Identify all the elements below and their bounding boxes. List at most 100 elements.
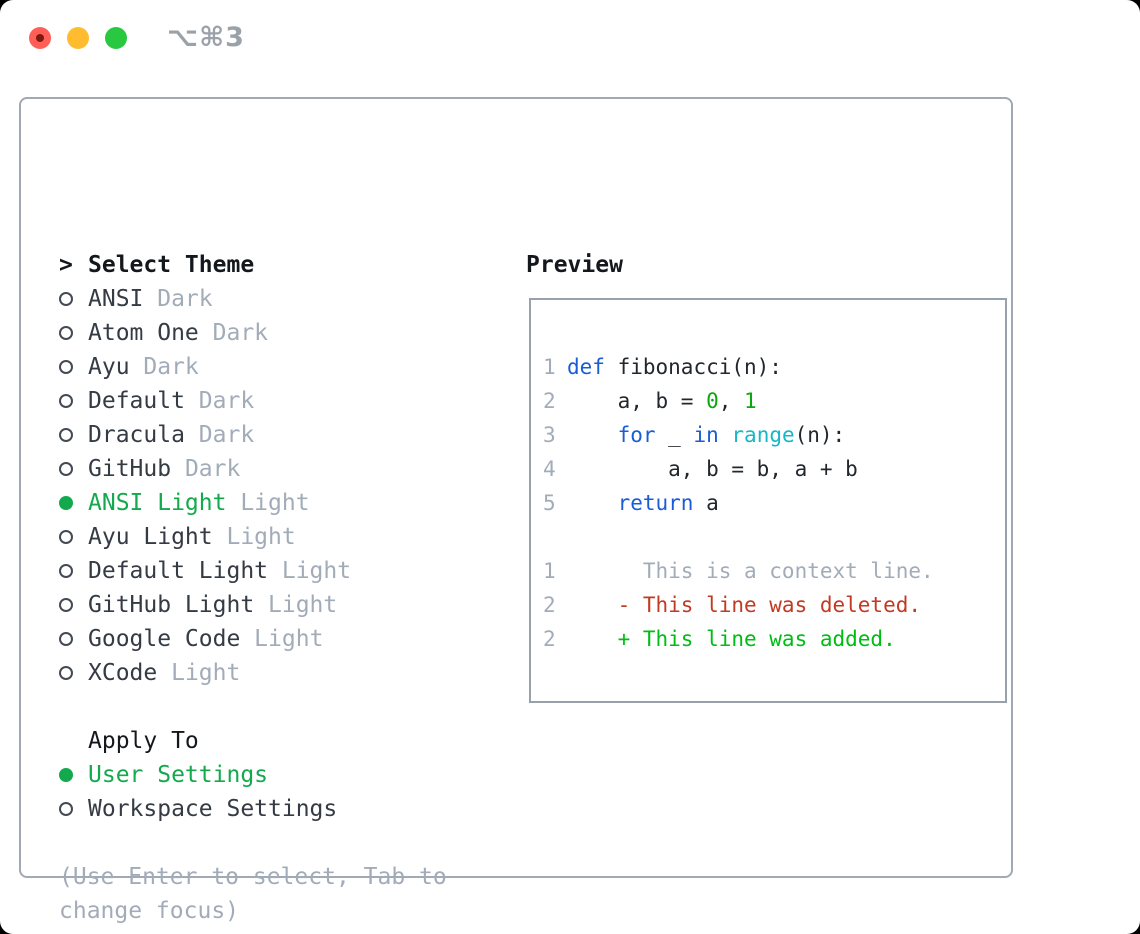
line-number: 1	[543, 355, 556, 379]
code-token-kw: return	[617, 491, 694, 515]
help-line-2: change focus)	[59, 898, 240, 924]
close-button[interactable]	[29, 27, 51, 49]
radio-icon	[59, 394, 88, 408]
apply-to-title: Apply To	[88, 728, 199, 754]
code-token-fg: a	[693, 491, 719, 515]
option-label: XCode	[88, 660, 158, 686]
option-label: Workspace Settings	[88, 796, 338, 822]
preview-title: Preview	[526, 252, 623, 278]
code-token-fg	[567, 423, 618, 447]
option-label: GitHub Light	[88, 592, 255, 618]
help-text: (Use Enter to select, Tab to change focu…	[59, 860, 447, 928]
theme-option-dracula[interactable]: Dracula Dark	[59, 418, 447, 452]
option-label: GitHub	[88, 456, 172, 482]
theme-option-default-light[interactable]: Default Light Light	[59, 554, 447, 588]
code-line: 1 This is a context line.	[543, 554, 1005, 588]
code-token-fg	[719, 423, 732, 447]
option-label: ANSI	[88, 286, 144, 312]
code-token-fg: a, b = b, a + b	[567, 457, 858, 481]
option-variant-label: Dark	[171, 456, 241, 482]
line-number: 4	[543, 457, 556, 481]
radio-icon	[59, 632, 88, 646]
window-shortcut-label: ⌥⌘3	[167, 22, 245, 53]
code-line: 2 + This line was added.	[543, 622, 1005, 656]
radio-icon	[59, 802, 88, 816]
code-line: 2 - This line was deleted.	[543, 588, 1005, 622]
radio-icon	[59, 564, 88, 578]
code-token-num: 0	[706, 389, 719, 413]
theme-option-xcode[interactable]: XCode Light	[59, 656, 447, 690]
option-variant-label: Light	[226, 490, 310, 516]
theme-option-ayu-light[interactable]: Ayu Light Light	[59, 520, 447, 554]
radio-icon	[59, 462, 88, 476]
code-token-fg: fibonacci(n):	[604, 355, 782, 379]
theme-option-ayu[interactable]: Ayu Dark	[59, 350, 447, 384]
option-variant-label: Dark	[129, 354, 199, 380]
option-label: Dracula	[88, 422, 185, 448]
option-variant-label: Light	[240, 626, 324, 652]
apply-option-user-settings[interactable]: User Settings	[59, 758, 447, 792]
line-number: 2	[543, 389, 556, 413]
theme-option-github-light[interactable]: GitHub Light Light	[59, 588, 447, 622]
zoom-button[interactable]	[105, 27, 127, 49]
code-line: 4 a, b = b, a + b	[543, 452, 1005, 486]
select-theme-title: Select Theme	[88, 252, 255, 278]
option-label: Google Code	[88, 626, 241, 652]
option-label: Ayu Light	[88, 524, 213, 550]
code-token-kw: for	[617, 423, 656, 447]
option-label: Atom One	[88, 320, 199, 346]
code-token-cy: range	[731, 423, 795, 447]
code-token-fg: _	[655, 423, 694, 447]
apply-option-workspace-settings[interactable]: Workspace Settings	[59, 792, 447, 826]
unsaved-dot-icon	[36, 34, 44, 42]
option-variant-label: Dark	[198, 320, 269, 346]
radio-icon	[59, 360, 88, 374]
radio-icon	[59, 530, 88, 544]
code-token-fg: (n):	[794, 423, 846, 447]
preview-box: 1 def fibonacci(n): 2 a, b = 0, 1 3 for _ i…	[529, 298, 1007, 703]
radio-selected-icon	[59, 496, 88, 510]
titlebar: ⌥⌘3	[0, 0, 1140, 76]
option-variant-label: Dark	[184, 388, 255, 414]
option-variant-label: Light	[268, 558, 352, 584]
code-token-fg: a, b =	[567, 389, 707, 413]
radio-selected-icon	[59, 768, 88, 782]
option-variant-label: Dark	[184, 422, 255, 448]
code-line: 5 return a	[543, 486, 1005, 520]
theme-option-ansi[interactable]: ANSI Dark	[59, 282, 447, 316]
code-token-fg	[567, 491, 618, 515]
code-token-kw: def	[567, 355, 605, 379]
spacer	[59, 826, 447, 860]
focus-arrow-icon: >	[59, 252, 73, 278]
code-line: 2 a, b = 0, 1	[543, 384, 1005, 418]
option-variant-label: Light	[212, 524, 296, 550]
line-number: 1	[543, 559, 556, 583]
code-line	[543, 520, 1005, 554]
option-label: ANSI Light	[88, 490, 227, 516]
code-token-fg: ,	[718, 389, 745, 413]
help-line-1: (Use Enter to select, Tab to	[59, 864, 447, 890]
radio-icon	[59, 666, 88, 680]
theme-option-google-code[interactable]: Google Code Light	[59, 622, 447, 656]
option-variant-label: Light	[157, 660, 241, 686]
minimize-button[interactable]	[67, 27, 89, 49]
line-number: 3	[543, 423, 556, 447]
theme-option-ansi-light[interactable]: ANSI Light Light	[59, 486, 447, 520]
code-token-del: - This line was deleted.	[567, 593, 922, 617]
radio-icon	[59, 292, 88, 306]
code-token-kw: in	[693, 423, 719, 447]
line-number: 2	[543, 627, 556, 651]
code-token-num: 1	[744, 389, 757, 413]
theme-option-default[interactable]: Default Dark	[59, 384, 447, 418]
radio-icon	[59, 598, 88, 612]
select-theme-header: > Select Theme	[59, 248, 447, 282]
option-label: Default Light	[88, 558, 269, 584]
theme-option-atom-one[interactable]: Atom One Dark	[59, 316, 447, 350]
apply-to-header: Apply To	[59, 724, 447, 758]
option-variant-label: Dark	[143, 286, 213, 312]
theme-option-github[interactable]: GitHub Dark	[59, 452, 447, 486]
spacer	[59, 690, 447, 724]
